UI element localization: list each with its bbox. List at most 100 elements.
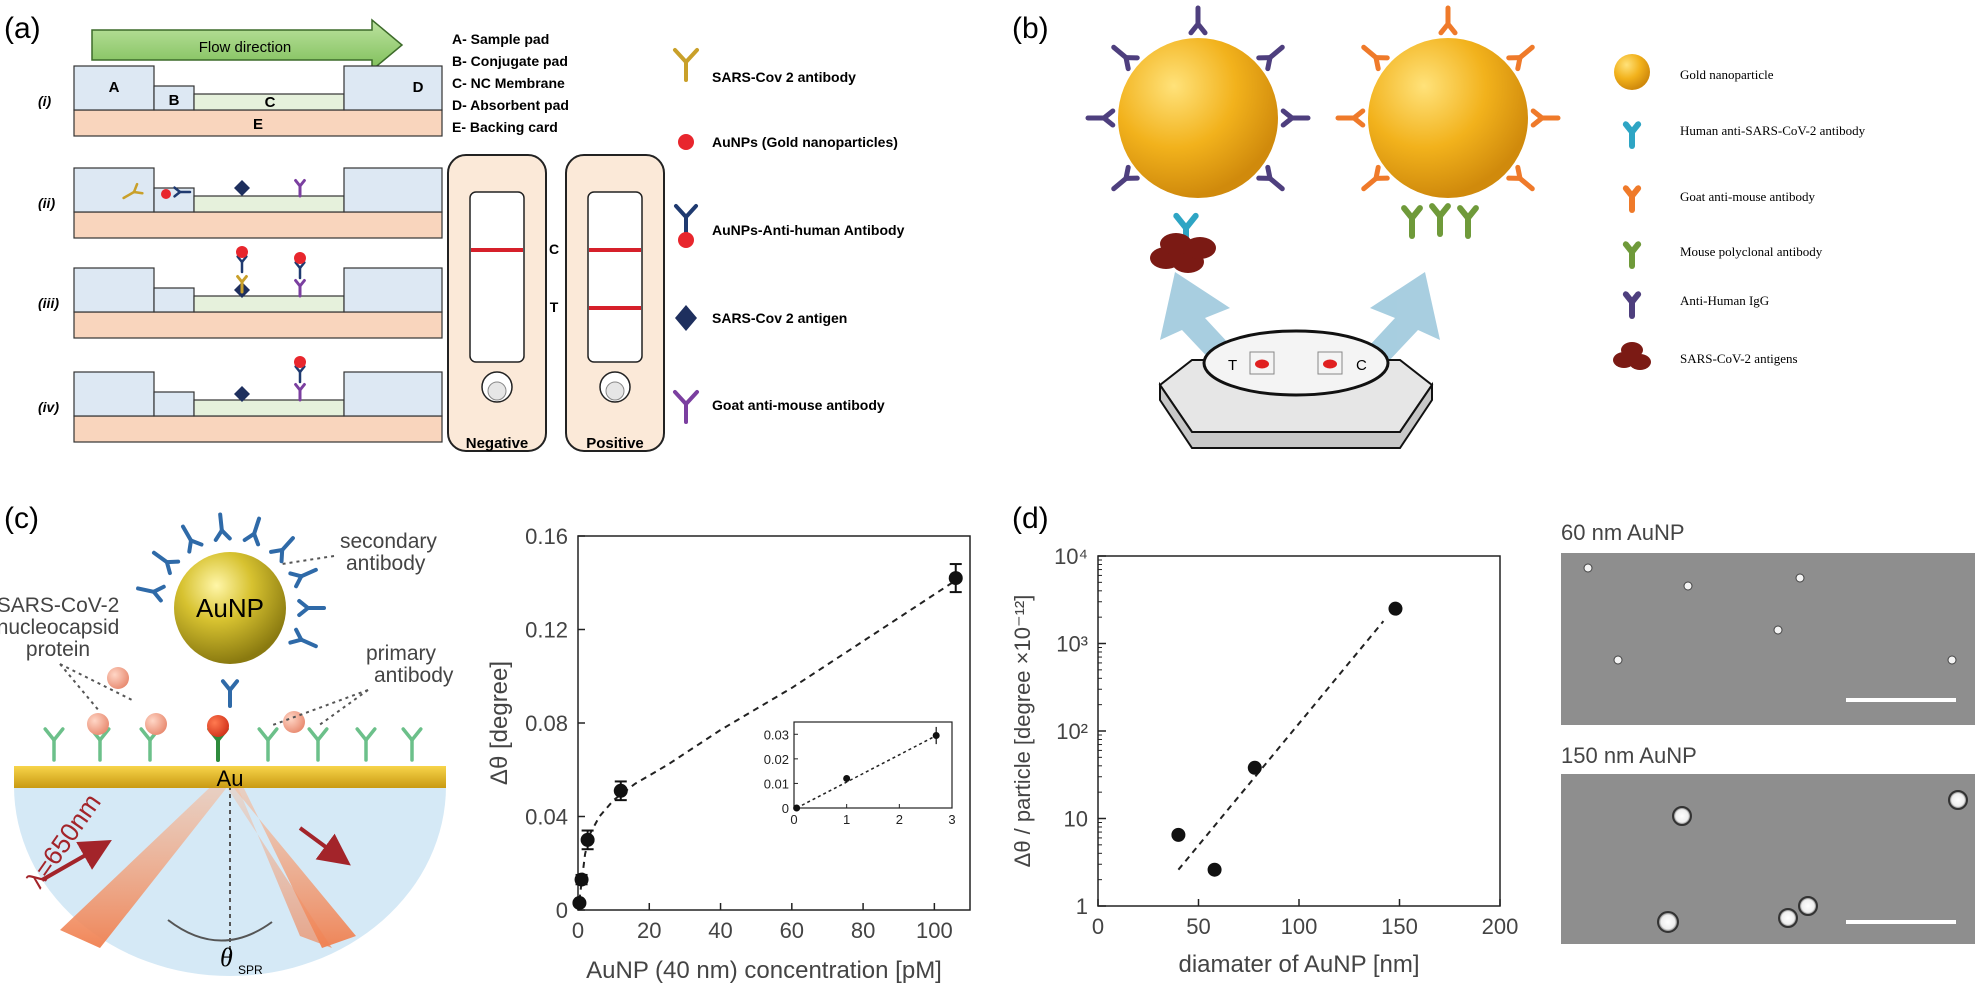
x-tick-label: 200 [1482,914,1519,939]
inset-y-tick-label: 0 [782,801,789,816]
sars-antigens-icon [1150,233,1216,273]
antibody-icon [1188,5,1208,36]
aunp-sphere [174,552,286,664]
flow-direction-label: Flow direction [199,39,292,56]
primary-label-1: primary [366,642,437,665]
y-tick-label: 0.16 [525,524,568,549]
inset-fit [796,733,940,809]
data-point [572,895,587,910]
backing-card [73,211,443,239]
data-point [613,783,628,798]
parts-legend-d: D- Absorbent pad [452,97,569,113]
antibody-icon [1111,164,1140,192]
gold-nanoparticle-icon [1614,54,1650,90]
nc-membrane [193,195,345,213]
inset-data-point [843,775,851,783]
callout-lines [59,555,369,727]
panel-d: (d) [1012,502,1049,535]
x-tick-label: 60 [780,918,804,943]
y-tick-label: 10² [1056,719,1088,744]
x-axis-label: diamater of AuNP [nm] [1178,951,1419,978]
flow-direction-arrow: Flow direction [91,18,404,72]
sem-60nm-image [1561,553,1975,725]
sem-particle [1672,806,1692,826]
panel-label-d: (d) [1012,502,1049,535]
nucleocapsid-label-2: nucleocapsid [0,616,119,639]
primary-antibody-icon [307,727,329,762]
y-tick-label: 0 [556,898,568,923]
inset-x-tick-label: 1 [843,812,850,827]
legend-goat-antibody: Goat anti-mouse antibody [712,397,885,413]
secondary-antibody-icon [151,550,181,576]
legend-anti-human-igg: Anti-Human IgG [1680,293,1769,308]
sars-antigens-icon [1613,342,1651,370]
sample-pad [73,65,155,111]
legend-aunp: AuNPs (Gold nanoparticles) [712,134,898,150]
secondary-antibody-icon [269,536,295,564]
x-tick-label: 150 [1381,914,1418,939]
nucleocapsid-protein-icon [107,667,129,689]
strip-mark-c: C [549,241,559,257]
antibody-icon [1361,164,1390,192]
anti-human-antibody-icon [236,255,248,274]
theta-sub-label: SPR [238,963,263,977]
x-tick-label: 50 [1186,914,1210,939]
antibody-icon [1256,44,1285,72]
goat-antibody-icon [673,390,699,424]
sars-antibody-icon [236,275,248,294]
inset-x-tick-label: 2 [896,812,903,827]
row-label: (ii) [38,195,55,211]
conjugate-pad [153,391,195,417]
x-tick-label: 0 [572,918,584,943]
backing-card [73,311,443,339]
parts-legend-c: C- NC Membrane [452,75,565,91]
strip-row-2: (ii) [38,167,443,239]
y-axis-label: Δθ / particle [degree ×10⁻¹²] [1010,595,1035,868]
legend-gold-nanoparticle: Gold nanoparticle [1680,67,1774,82]
antibody-icon [1530,108,1561,128]
legend-b-text: Gold nanoparticle Human anti-SARS-CoV-2 … [1680,67,1866,366]
panel-b-particles [1085,5,1561,273]
light-beams [41,774,356,960]
legend-antigen: SARS-Cov 2 antigen [712,310,847,326]
sem-particle [1657,911,1679,933]
antigen-icon [234,386,250,402]
data-point [1247,760,1262,775]
aunp-icon [678,134,694,150]
inset-y-tick-label: 0.02 [764,752,789,767]
absorbent-pad [343,267,443,313]
legend-sars-antigens: SARS-CoV-2 antigens [1680,351,1798,366]
antibody-icon [1506,44,1535,72]
strip-mark-t: T [550,299,559,315]
sem-particle [1947,655,1957,665]
panel-c-labels: secondary antibody SARS-CoV-2 nucleocaps… [0,530,454,687]
anti-human-antibody-icon [173,186,192,198]
legend-human-anti-sars: Human anti-SARS-CoV-2 antibody [1680,123,1866,138]
primary-label-2: antibody [374,664,454,687]
nucleocapsid-protein-icon [87,713,109,735]
data-point [1171,827,1186,842]
aunp-icon [236,246,248,258]
data-point [1207,862,1222,877]
plot-frame [1097,555,1501,907]
scale-bar-60nm [1846,698,1956,702]
secondary-antibody-icon [213,512,232,542]
sem-particle [1948,790,1968,810]
antibody-icon [1256,164,1285,192]
y-tick-label: 10⁴ [1054,544,1088,569]
secondary-antibody-icon [297,598,326,618]
device-c: C [1356,357,1367,374]
panel-c: (c) λ=650nm θ SPR Au AuNP secondary anti… [0,502,454,977]
antibody-icon [1335,108,1366,128]
strip-row-4: (iv) [38,356,443,443]
parts-legend: A- Sample pad B- Conjugate pad C- NC Mem… [452,31,569,135]
fit-curve [578,579,957,901]
legend-goat-anti-mouse: Goat anti-mouse antibody [1680,189,1816,204]
nucleocapsid-label-1: SARS-CoV-2 [0,594,119,617]
au-label: Au [217,766,244,791]
inset-y-tick-label: 0.01 [764,776,789,791]
panel-b: (b) T C Gold nanoparticle Human anti-SAR… [1012,5,1866,449]
test-device: T C [1158,329,1434,449]
